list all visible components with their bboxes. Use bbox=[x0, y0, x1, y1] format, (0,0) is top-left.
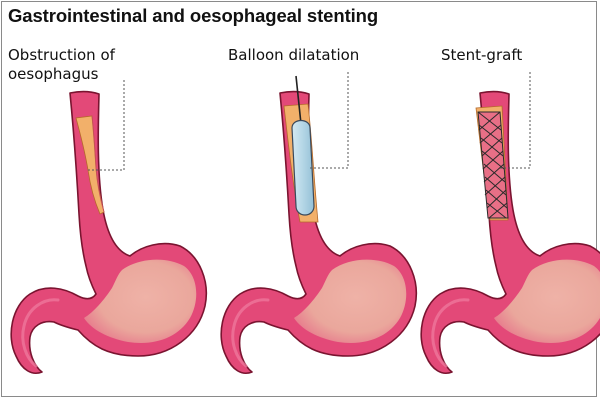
panel-balloon-dilatation bbox=[219, 70, 418, 375]
panel-stent-graft bbox=[419, 70, 600, 375]
catheter bbox=[295, 75, 302, 125]
panel-obstruction bbox=[9, 78, 208, 375]
leader-line-obstruction bbox=[88, 78, 125, 171]
label-obstruction-line-1: Obstruction of bbox=[8, 46, 115, 64]
balloon bbox=[291, 119, 315, 216]
leader-line-stent bbox=[500, 70, 531, 169]
label-obstruction-line-2: oesophagus bbox=[8, 65, 99, 83]
figure-title: Gastrointestinal and oesophageal stentin… bbox=[8, 5, 379, 26]
label-balloon-dilatation: Balloon dilatation bbox=[228, 46, 360, 64]
leader-line-balloon bbox=[310, 70, 349, 169]
stent-mesh bbox=[477, 111, 508, 219]
label-stent-graft: Stent-graft bbox=[441, 46, 523, 64]
